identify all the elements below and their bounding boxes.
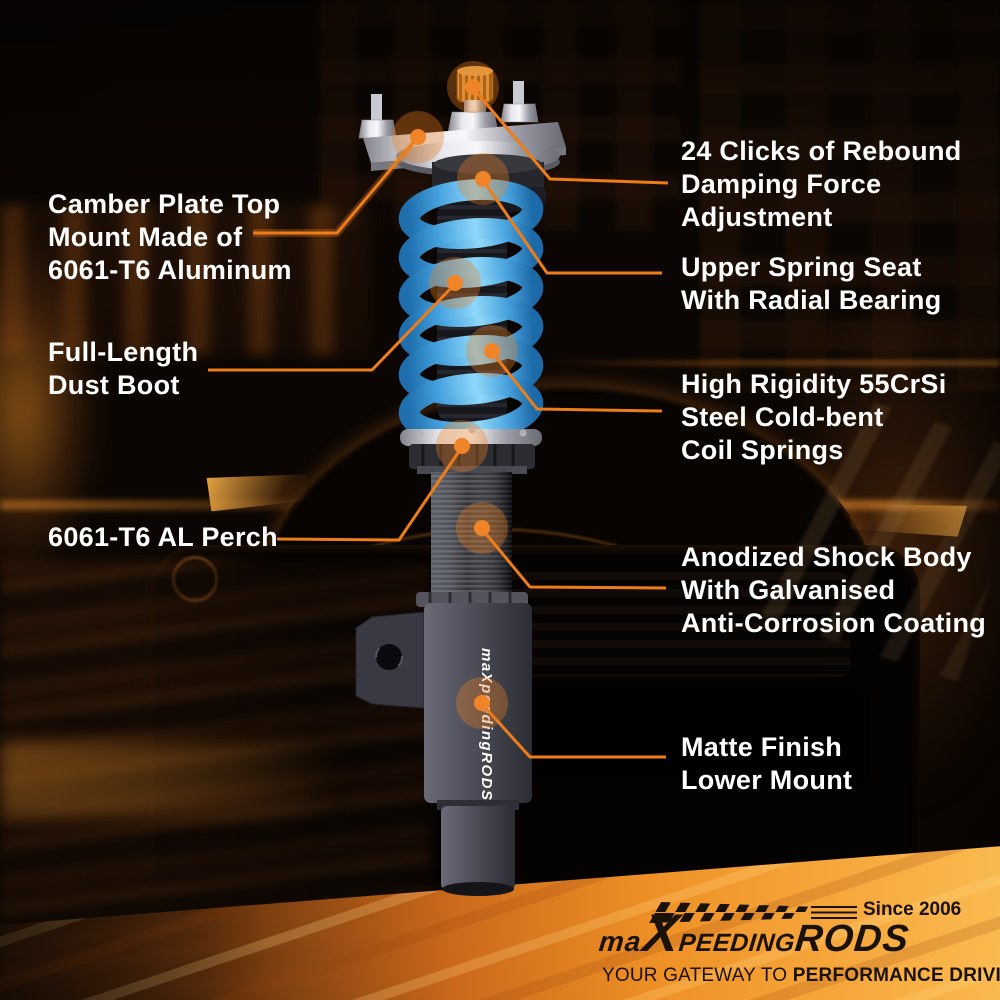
shock-body-dot [456,502,508,554]
camber-plate-line [253,136,420,235]
wordmark-peeding: peeding [677,929,797,957]
rebound-dot [447,61,499,113]
brand-tagline: YOUR GATEWAY TO PERFORMANCE DRIVING [602,965,1000,987]
rebound-line [471,87,669,185]
label-lower-mount: Matte Finish Lower Mount [681,732,853,795]
coil-spring [398,178,544,444]
al-perch-line [276,446,464,542]
brand-wordmark: ma X peeding RODS [597,904,912,963]
label-camber-plate: Camber Plate Top Mount Made of 6061-T6 A… [48,189,292,285]
dust-boot-line [208,282,457,372]
lower-shock-body: maXpeedingRODS [355,603,532,896]
lower-mount-line [480,702,666,759]
shock-body-line [480,528,667,590]
tagline-bold: PERFORMANCE DRIVING [792,965,1000,986]
spring-perch [400,426,542,474]
camber-plate-dot [392,111,444,163]
lower-mount-dot [456,677,508,729]
callout-dots [392,61,518,729]
label-al-perch: 6061-T6 AL Perch [48,522,278,552]
speed-lines-icon [811,906,857,919]
spring-seat-dot [457,153,509,205]
wordmark-ma: ma [597,926,644,957]
tagline-normal: YOUR GATEWAY TO [602,965,793,986]
coil-springs-line [490,351,663,413]
wordmark-rods: RODS [793,918,912,960]
since-text: Since 2006 [863,899,962,920]
label-upper-spring-seat: Upper Spring Seat With Radial Bearing [681,252,942,315]
label-shock-body: Anodized Shock Body With Galvanised Anti… [681,542,987,638]
body-logo-text: maXpeedingRODS [478,648,495,802]
label-coil-springs: High Rigidity 55CrSi Steel Cold-bent Coi… [681,369,947,465]
coil-springs-dot [466,325,518,377]
spring-seat-line [481,179,662,275]
wordmark-x: X [640,904,682,963]
al-perch-dot [436,420,488,472]
label-dust-boot: Full-Length Dust Boot [48,337,199,400]
brand-logo-block: Since 2006 ma X peeding RODS YOUR GATEWA… [545,893,1000,993]
label-rebound-adjustment: 24 Clicks of Rebound Damping Force Adjus… [681,136,962,232]
callout-lines [208,87,669,759]
dust-boot-dot [429,257,481,309]
